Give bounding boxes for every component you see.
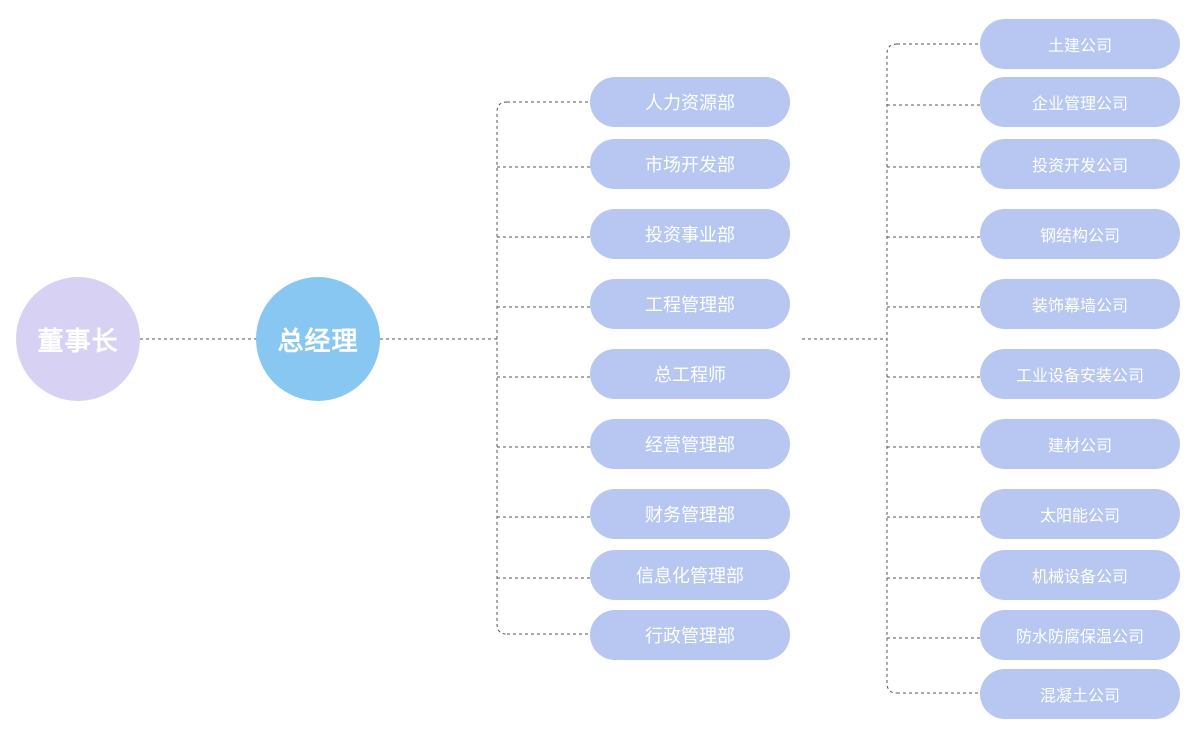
chairman-label: 董事长 <box>37 326 119 357</box>
company-label: 装饰幕墙公司 <box>1031 296 1128 315</box>
general-manager-label: 总经理 <box>277 326 359 357</box>
company-node: 钢结构公司 <box>980 209 1180 259</box>
general-manager-node: 总经理 <box>256 277 380 401</box>
company-label: 建材公司 <box>1047 436 1112 455</box>
department-node: 人力资源部 <box>590 77 790 127</box>
department-node: 市场开发部 <box>590 139 790 189</box>
company-label: 防水防腐保温公司 <box>1015 627 1144 646</box>
company-label: 太阳能公司 <box>1039 506 1120 525</box>
department-label: 信息化管理部 <box>636 566 744 587</box>
department-node: 信息化管理部 <box>590 550 790 600</box>
company-node: 防水防腐保温公司 <box>980 610 1180 660</box>
department-node: 工程管理部 <box>590 279 790 329</box>
company-node: 投资开发公司 <box>980 139 1180 189</box>
company-node: 机械设备公司 <box>980 550 1180 600</box>
department-node: 行政管理部 <box>590 610 790 660</box>
company-label: 企业管理公司 <box>1031 94 1128 113</box>
company-node: 工业设备安装公司 <box>980 349 1180 399</box>
chairman-node: 董事长 <box>16 277 140 401</box>
department-node: 财务管理部 <box>590 489 790 539</box>
company-label: 工业设备安装公司 <box>1015 366 1144 385</box>
company-label: 钢结构公司 <box>1039 226 1120 245</box>
department-bracket <box>496 101 508 635</box>
company-label: 混凝土公司 <box>1039 686 1120 705</box>
department-node: 总工程师 <box>590 349 790 399</box>
department-node: 投资事业部 <box>590 209 790 259</box>
company-node: 太阳能公司 <box>980 489 1180 539</box>
company-label: 投资开发公司 <box>1031 156 1128 175</box>
company-bracket <box>886 43 898 694</box>
department-label: 行政管理部 <box>645 626 735 647</box>
company-node: 混凝土公司 <box>980 669 1180 719</box>
company-node: 建材公司 <box>980 419 1180 469</box>
company-node: 土建公司 <box>980 19 1180 69</box>
department-label: 经营管理部 <box>645 435 735 456</box>
company-label: 土建公司 <box>1047 36 1112 55</box>
company-node: 企业管理公司 <box>980 77 1180 127</box>
company-node: 装饰幕墙公司 <box>980 279 1180 329</box>
department-node: 经营管理部 <box>590 419 790 469</box>
department-label: 投资事业部 <box>645 225 735 246</box>
department-label: 市场开发部 <box>645 155 735 176</box>
department-label: 工程管理部 <box>645 295 735 316</box>
company-label: 机械设备公司 <box>1031 567 1128 586</box>
department-label: 财务管理部 <box>645 505 735 526</box>
department-label: 人力资源部 <box>645 93 735 114</box>
department-label: 总工程师 <box>654 365 726 386</box>
